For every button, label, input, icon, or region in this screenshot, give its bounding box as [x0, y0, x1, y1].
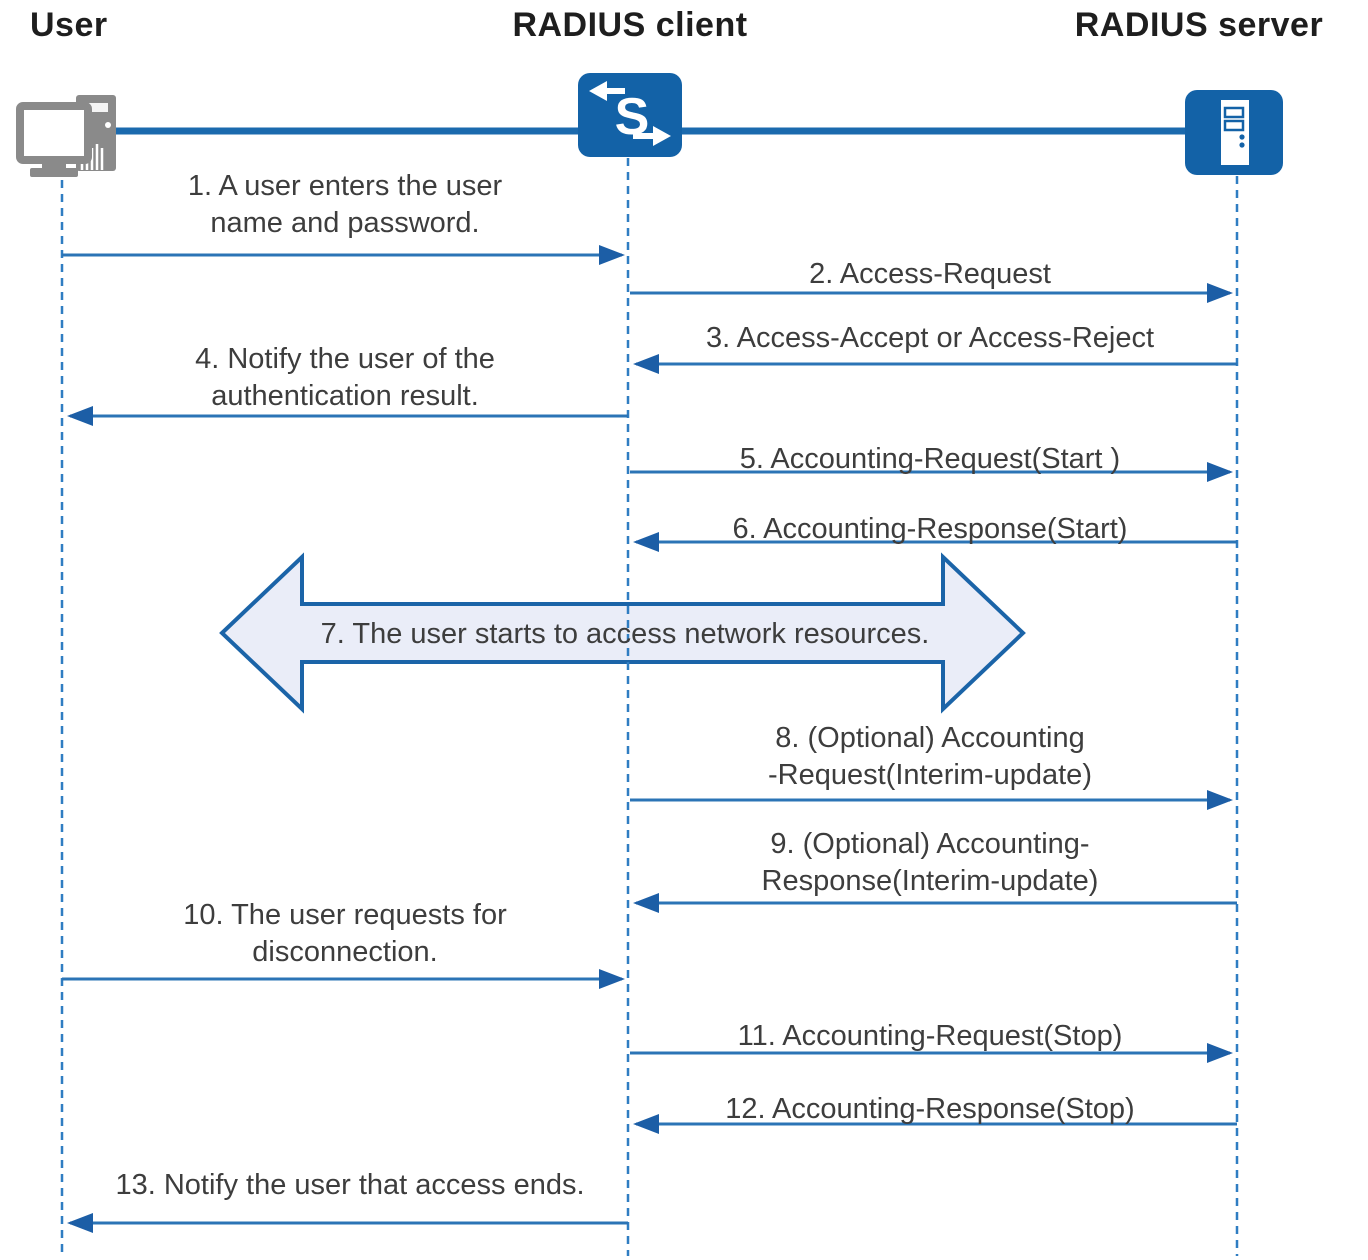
computer-icon — [16, 95, 116, 177]
message-label-10: 10. The user requests for disconnection. — [183, 899, 507, 968]
message-label-11: 11. Accounting-Request(Stop) — [737, 1020, 1123, 1052]
actor-label-radius-client: RADIUS client — [512, 6, 748, 44]
message-label-5: 5. Accounting-Request(Start ) — [739, 443, 1121, 475]
message-label-8: 8. (Optional) Accounting -Request(Interi… — [768, 722, 1092, 791]
message-label-4: 4. Notify the user of the authentication… — [195, 343, 495, 412]
switch-icon: S — [578, 73, 682, 157]
message-label-9: 9. (Optional) Accounting- Response(Inter… — [761, 828, 1099, 897]
actor-label-radius-server: RADIUS server — [1074, 6, 1324, 44]
message-label-6: 6. Accounting-Response(Start) — [732, 513, 1128, 545]
message-label-3: 3. Access-Accept or Access-Reject — [705, 322, 1155, 354]
message-label-2: 2. Access-Request — [809, 258, 1051, 290]
message-label-12: 12. Accounting-Response(Stop) — [725, 1093, 1135, 1125]
server-icon — [1185, 90, 1283, 175]
message-label-13: 13. Notify the user that access ends. — [115, 1169, 585, 1201]
actor-label-user: User — [30, 6, 108, 44]
message-label-1: 1. A user enters the user name and passw… — [187, 170, 503, 239]
message-label-7: 7. The user starts to access network res… — [320, 618, 930, 650]
network-access-block-arrow — [219, 552, 1026, 714]
